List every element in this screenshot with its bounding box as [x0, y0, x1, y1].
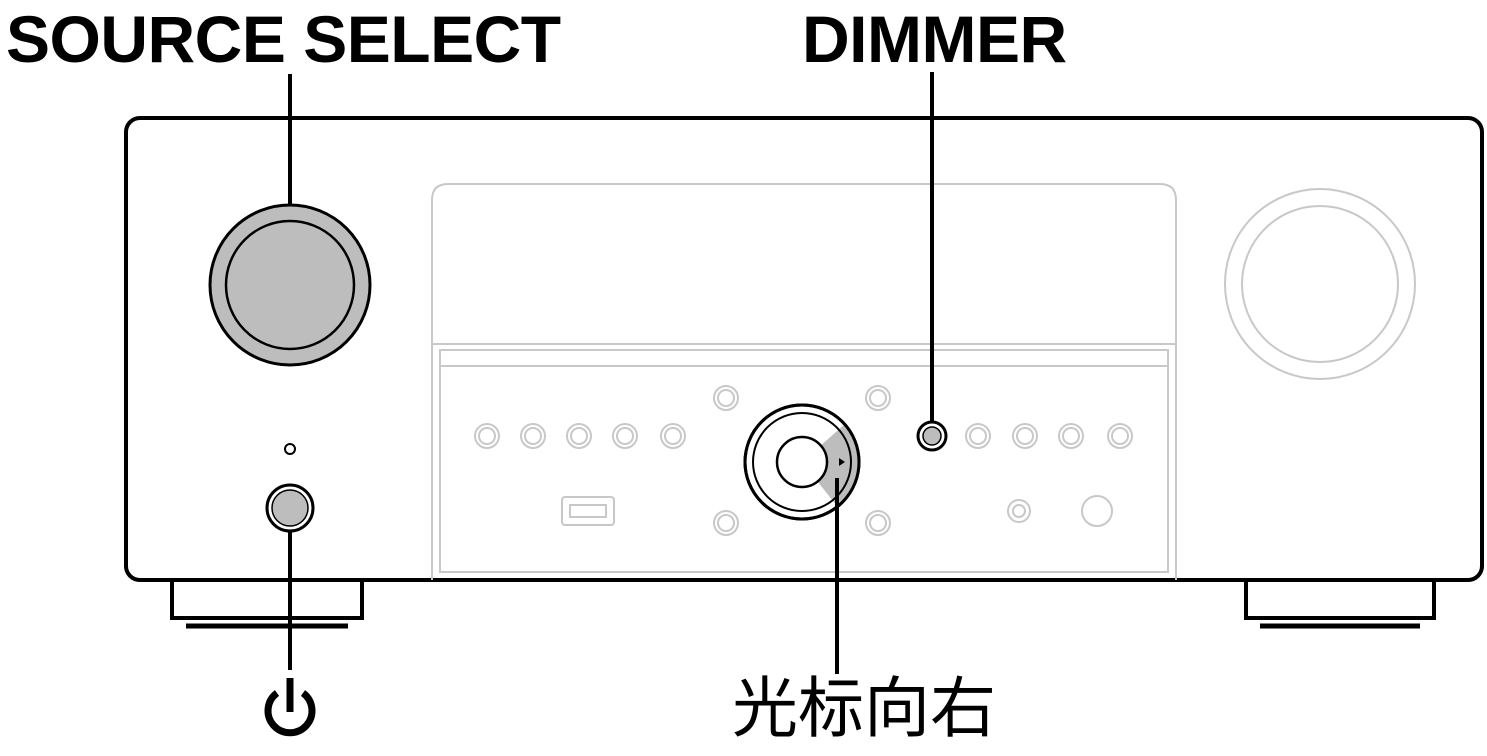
- cursor-ring: [743, 403, 861, 521]
- display-panel: [431, 183, 1177, 580]
- headphone-jack: [1007, 499, 1031, 523]
- usb-port-icon: [561, 496, 615, 526]
- dimmer-button: [916, 420, 948, 452]
- left-foot: [170, 580, 364, 629]
- setup-mic-jack: [1081, 495, 1113, 527]
- source-select-knob: [208, 203, 372, 367]
- dimmer-label: DIMMER: [802, 2, 1067, 76]
- power-icon: [264, 678, 316, 737]
- right-arrow-icon: [839, 458, 845, 466]
- cursor-corner-buttons: [713, 385, 891, 536]
- right-foot: [1244, 580, 1436, 629]
- power-button: [265, 483, 315, 533]
- leader-lines: [288, 72, 934, 674]
- input-buttons-left: [474, 423, 686, 449]
- power-indicator: [284, 443, 296, 455]
- volume-knob: [1224, 188, 1416, 380]
- cursor-right-label: 光标向右: [732, 670, 996, 747]
- input-buttons-right: [965, 423, 1133, 449]
- source-select-label: SOURCE SELECT: [6, 2, 561, 76]
